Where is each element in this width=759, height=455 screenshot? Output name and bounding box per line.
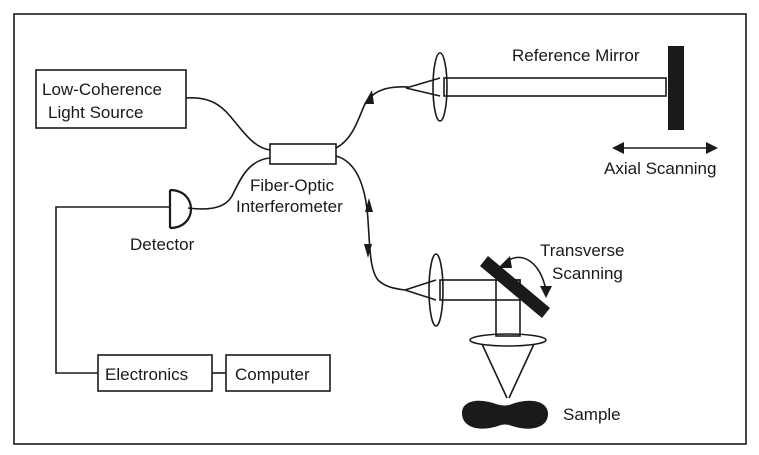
fiber-reference-arrow-icon (364, 90, 374, 104)
sample-label: Sample (563, 405, 621, 424)
light-source-box: Low-Coherence Light Source (35, 69, 187, 129)
interferometer-label-line1: Fiber-Optic (250, 176, 335, 195)
fiber-sample-arrow-up-icon (365, 198, 373, 212)
fiber-source-to-coupler (185, 97, 271, 151)
fiber-sample-arrow-down-icon (364, 244, 372, 258)
reference-focus-cone (405, 77, 441, 97)
fiber-coupler-to-sample (335, 155, 406, 291)
transverse-label-line1: Transverse (540, 241, 624, 260)
computer-box: Computer (225, 354, 331, 392)
transverse-arrow-head-top-icon (498, 256, 512, 268)
computer-label: Computer (235, 365, 310, 384)
reference-mirror (668, 46, 684, 130)
reference-lens (432, 52, 448, 122)
light-source-label-line1: Low-Coherence (42, 80, 162, 99)
diagram-frame (13, 13, 747, 445)
reference-arm: Reference Mirror (405, 46, 684, 130)
electronics-label: Electronics (105, 365, 188, 384)
detector-label: Detector (130, 235, 195, 254)
reference-beam (443, 77, 667, 97)
electronics-box: Electronics (97, 354, 213, 392)
transverse-arrow-head-bottom-icon (540, 286, 552, 298)
sample-focus-beam (481, 343, 535, 399)
sample-focus-cone (404, 279, 437, 301)
scanning-mirror (480, 256, 550, 318)
axial-scanning-label: Axial Scanning (604, 159, 716, 178)
detector: Detector (130, 188, 195, 254)
fiber-coupler-to-detector (187, 157, 271, 210)
light-source-label-line2: Light Source (48, 103, 143, 122)
interferometer-label-line2: Interferometer (236, 197, 343, 216)
sample: Sample (462, 400, 621, 429)
fiber-coupler (269, 143, 337, 165)
objective-lens (469, 333, 547, 347)
sample-collimating-lens (428, 253, 444, 327)
fiber-coupler-to-reference (335, 86, 409, 149)
axial-scanning-arrow-icon (612, 142, 718, 154)
reference-mirror-label: Reference Mirror (512, 46, 640, 65)
sample-arm: Transverse Scanning (404, 241, 624, 399)
wire-detector-to-electronics (55, 206, 170, 374)
transverse-label-line2: Scanning (552, 264, 623, 283)
